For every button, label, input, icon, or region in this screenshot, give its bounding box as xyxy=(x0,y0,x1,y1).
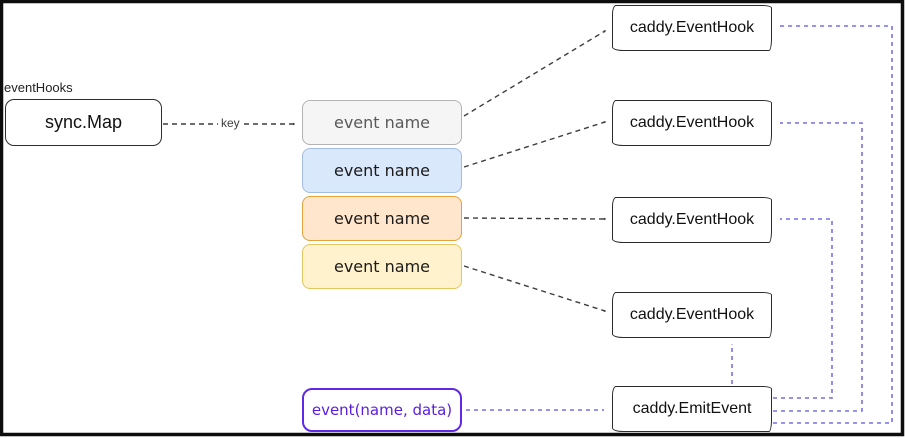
event-name-label: event name xyxy=(333,113,431,132)
event-call-box: event(name, data) xyxy=(302,388,462,432)
event-hook-box-4: caddy.EventHook xyxy=(612,292,772,338)
event-name-label: event name xyxy=(333,161,431,180)
event-name-box-2: event name xyxy=(302,148,462,193)
event-hook-box-1: caddy.EventHook xyxy=(612,5,772,51)
arrow-emit-to-hook3 xyxy=(773,219,833,399)
event-name-label: event name xyxy=(333,257,431,276)
event-hook-label: caddy.EventHook xyxy=(629,306,755,323)
arrow-event4-to-hook4 xyxy=(463,265,605,311)
sync-map-box: sync.Map xyxy=(5,99,162,146)
emit-event-box: caddy.EmitEvent xyxy=(612,386,772,432)
event-hooks-map-label: eventHooks xyxy=(4,80,73,95)
event-hook-label: caddy.EventHook xyxy=(629,19,755,36)
event-hook-box-2: caddy.EventHook xyxy=(612,100,772,146)
sync-map-label: sync.Map xyxy=(44,112,123,132)
arrow-emit-to-hook1 xyxy=(773,26,893,424)
arrow-event3-to-hook3 xyxy=(463,218,605,219)
event-call-label: event(name, data) xyxy=(311,401,453,419)
arrow-emit-to-hook2 xyxy=(773,123,863,412)
event-name-label: event name xyxy=(333,209,431,228)
event-name-box-3: event name xyxy=(302,196,462,241)
event-name-box-1: event name xyxy=(302,100,462,145)
event-hook-label: caddy.EventHook xyxy=(629,211,755,228)
event-hook-box-3: caddy.EventHook xyxy=(612,197,772,243)
emit-event-label: caddy.EmitEvent xyxy=(632,400,752,417)
arrow-event2-to-hook2 xyxy=(463,122,605,168)
event-name-box-4: event name xyxy=(302,244,462,289)
event-hook-label: caddy.EventHook xyxy=(629,114,755,131)
arrow-event1-to-hook1 xyxy=(463,31,605,117)
key-arrow-label: key xyxy=(218,116,243,130)
